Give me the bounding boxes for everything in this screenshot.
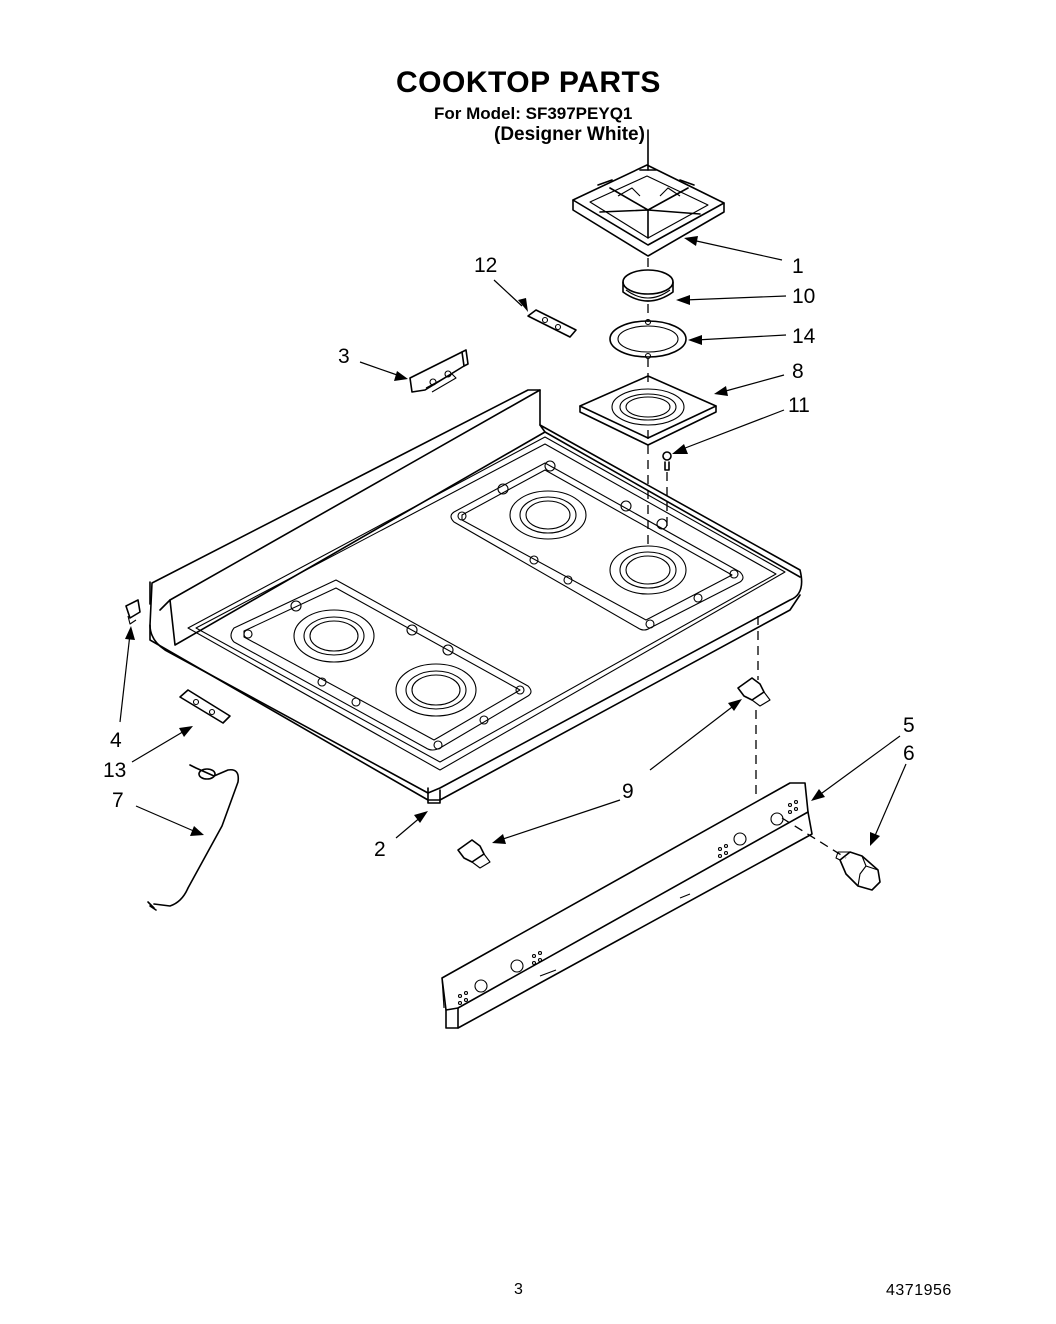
callout-11: 11 [788,394,810,417]
model-number: For Model: SF397PEYQ1 [434,104,633,123]
cooktop-body [149,389,803,804]
bracket-13 [179,689,231,724]
page-number: 3 [514,1281,523,1298]
callout-12: 12 [474,254,497,277]
control-panel [441,782,813,1029]
callout-8: 8 [792,360,804,383]
screw [662,451,672,471]
burner-base-plate [579,375,717,446]
clip-9-lower [457,839,491,869]
callout-6: 6 [903,742,915,765]
page-title: COOKTOP PARTS [396,66,661,99]
burner-ring [609,318,687,360]
callout-4: 4 [110,729,122,752]
callout-3: 3 [338,345,350,368]
burner-cap [622,269,674,302]
burner-grate [572,129,725,257]
electrode-wire [147,764,240,911]
callout-1: 1 [792,255,804,278]
control-knob [835,851,881,891]
clip-9-upper [737,677,771,707]
document-number: 4371956 [886,1282,952,1299]
leader-lines [119,236,907,846]
hinge [409,349,469,393]
callout-14: 14 [792,325,816,348]
clip-4 [125,599,141,625]
callout-9: 9 [622,780,634,803]
callout-labels: 1 10 14 8 11 12 3 4 13 7 2 9 5 6 [103,254,915,861]
callout-5: 5 [903,714,915,737]
callout-10: 10 [792,285,815,308]
callout-7: 7 [112,789,124,812]
callout-2: 2 [374,838,386,861]
color-name: (Designer White) [494,124,645,145]
burner-openings [293,490,687,717]
bracket-12 [527,309,577,338]
callout-13: 13 [103,759,126,782]
